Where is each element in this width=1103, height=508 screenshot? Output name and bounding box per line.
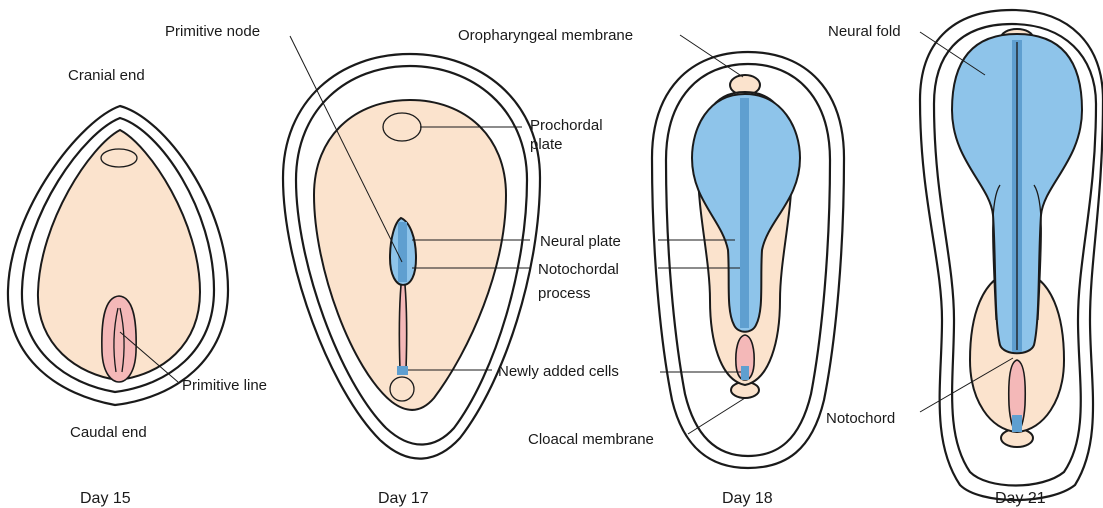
label-notochordal-process-line1: Notochordal [538,261,619,278]
day17-notochord-core [398,222,407,282]
day18-notochordal-process [740,98,749,328]
label-notochord: Notochord [826,410,895,427]
day15-primitive-streak [102,296,136,382]
caption-day-21: Day 21 [995,490,1046,507]
caption-day-17: Day 17 [378,490,429,507]
day21-embryo [920,10,1103,500]
day18-embryo [652,52,844,468]
label-prochordal-plate-line1: Prochordal [530,117,603,134]
day21-newly-added-cells [1012,415,1022,432]
caption-day-18: Day 18 [722,490,773,507]
label-caudal-end: Caudal end [70,424,147,441]
label-cranial-end: Cranial end [68,67,145,84]
label-primitive-node: Primitive node [165,23,260,40]
label-cloacal-membrane: Cloacal membrane [528,431,654,448]
label-oropharyngeal-membrane: Oropharyngeal membrane [458,27,633,44]
label-newly-added-cells: Newly added cells [498,363,619,380]
day17-newly-added-cells [397,366,408,375]
day18-newly-added-cells [741,366,749,380]
day15-embryo [8,106,228,405]
label-prochordal-plate-line2: plate [530,136,563,153]
label-notochordal-process-line2: process [538,285,591,302]
day17-primitive-streak [399,285,406,370]
label-neural-plate: Neural plate [540,233,621,250]
leader-cloacal [688,398,745,434]
caption-day-15: Day 15 [80,490,131,507]
day17-embryo [283,54,540,459]
label-neural-fold: Neural fold [828,23,901,40]
day-captions: Day 15 Day 17 Day 18 Day 21 [80,490,1046,507]
label-primitive-line: Primitive line [182,377,267,394]
